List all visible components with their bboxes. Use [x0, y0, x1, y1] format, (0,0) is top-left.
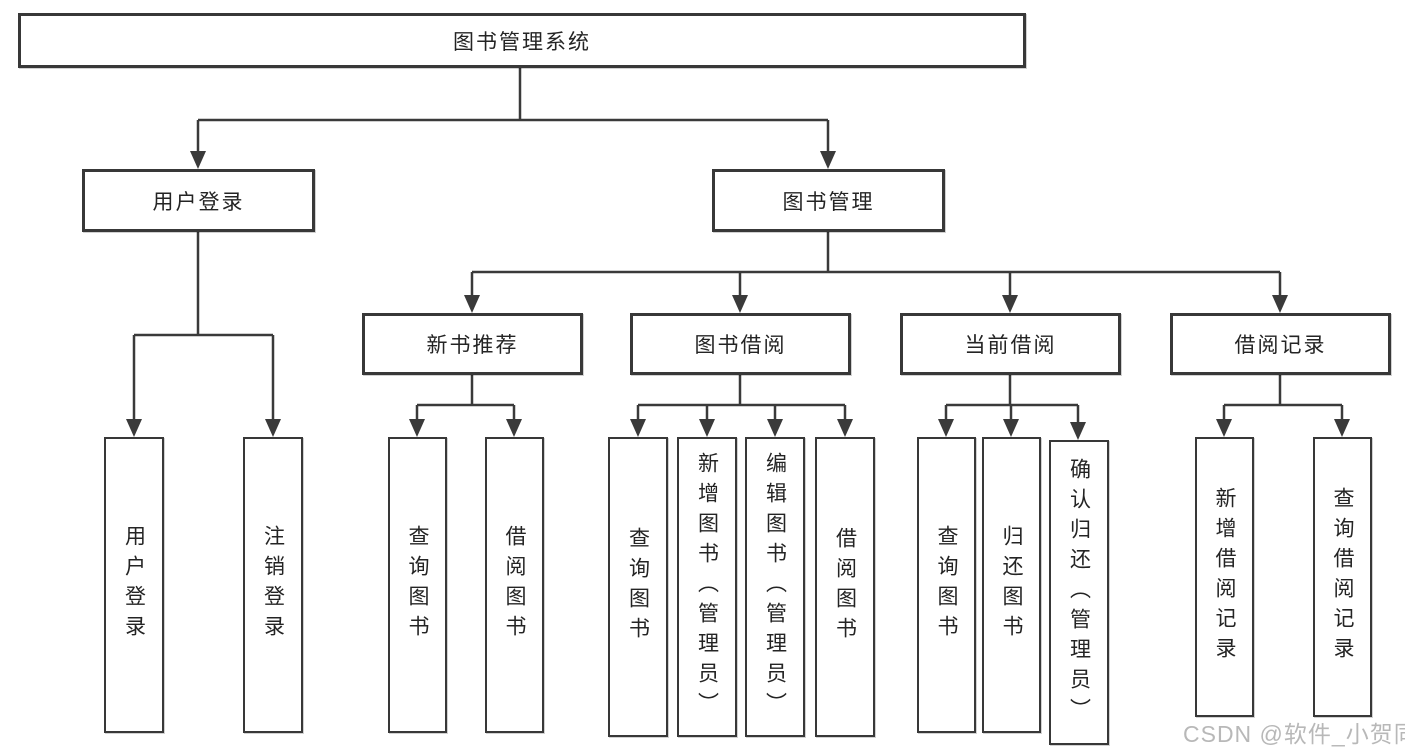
node-library-management-system: 图书管理系统 — [18, 13, 1026, 68]
leaf-query-books-1: 查询图书 — [388, 437, 447, 733]
leaf-add-borrow-record: 新增借阅记录 — [1195, 437, 1254, 717]
connector-path — [134, 68, 1342, 407]
leaf-confirm-return-admin: 确认归还（管理员） — [1049, 440, 1109, 745]
leaf-return-books: 归还图书 — [982, 437, 1041, 733]
node-label: 归还图书 — [1000, 525, 1023, 645]
node-label: 查询借阅记录 — [1331, 487, 1354, 667]
node-label: 新增图书（管理员） — [695, 452, 719, 722]
node-new-book-recommendation: 新书推荐 — [362, 313, 583, 375]
node-label: 图书借阅 — [694, 334, 787, 357]
leaf-logout: 注销登录 — [243, 437, 303, 733]
leaf-edit-books-admin: 编辑图书（管理员） — [745, 437, 805, 737]
node-label: 借阅图书 — [503, 525, 526, 645]
node-borrowing-records: 借阅记录 — [1170, 313, 1391, 375]
node-label: 新增借阅记录 — [1213, 487, 1236, 667]
leaf-query-books-2: 查询图书 — [608, 437, 668, 737]
node-label: 查询图书 — [626, 527, 650, 647]
leaf-borrow-books-2: 借阅图书 — [815, 437, 875, 737]
leaf-query-books-3: 查询图书 — [917, 437, 976, 733]
node-label: 用户登录 — [122, 525, 146, 645]
leaf-add-books-admin: 新增图书（管理员） — [677, 437, 737, 737]
node-user-login-branch: 用户登录 — [82, 169, 315, 232]
node-label: 图书管理 — [782, 190, 875, 214]
node-label: 当前借阅 — [964, 334, 1057, 357]
node-label: 查询图书 — [406, 525, 429, 645]
arrowhead-icons — [126, 151, 1350, 440]
arrow-stems — [132, 120, 1344, 424]
node-label: 图书管理系统 — [453, 30, 591, 54]
node-current-borrowing: 当前借阅 — [900, 313, 1121, 375]
leaf-borrow-books-1: 借阅图书 — [485, 437, 544, 733]
leaf-query-borrow-record: 查询借阅记录 — [1313, 437, 1372, 717]
node-book-borrowing: 图书借阅 — [630, 313, 851, 375]
node-label: 编辑图书（管理员） — [763, 452, 787, 722]
node-book-management-branch: 图书管理 — [712, 169, 945, 232]
node-label: 借阅图书 — [833, 527, 857, 647]
node-label: 确认归还（管理员） — [1067, 457, 1091, 728]
node-label: 注销登录 — [261, 525, 285, 645]
csdn-watermark: CSDN @软件_小贺同学 — [1183, 721, 1405, 747]
node-label: 新书推荐 — [426, 334, 519, 357]
leaf-user-login: 用户登录 — [104, 437, 164, 733]
node-label: 用户登录 — [152, 190, 245, 214]
node-label: 查询图书 — [935, 525, 958, 645]
node-label: 借阅记录 — [1234, 334, 1327, 357]
